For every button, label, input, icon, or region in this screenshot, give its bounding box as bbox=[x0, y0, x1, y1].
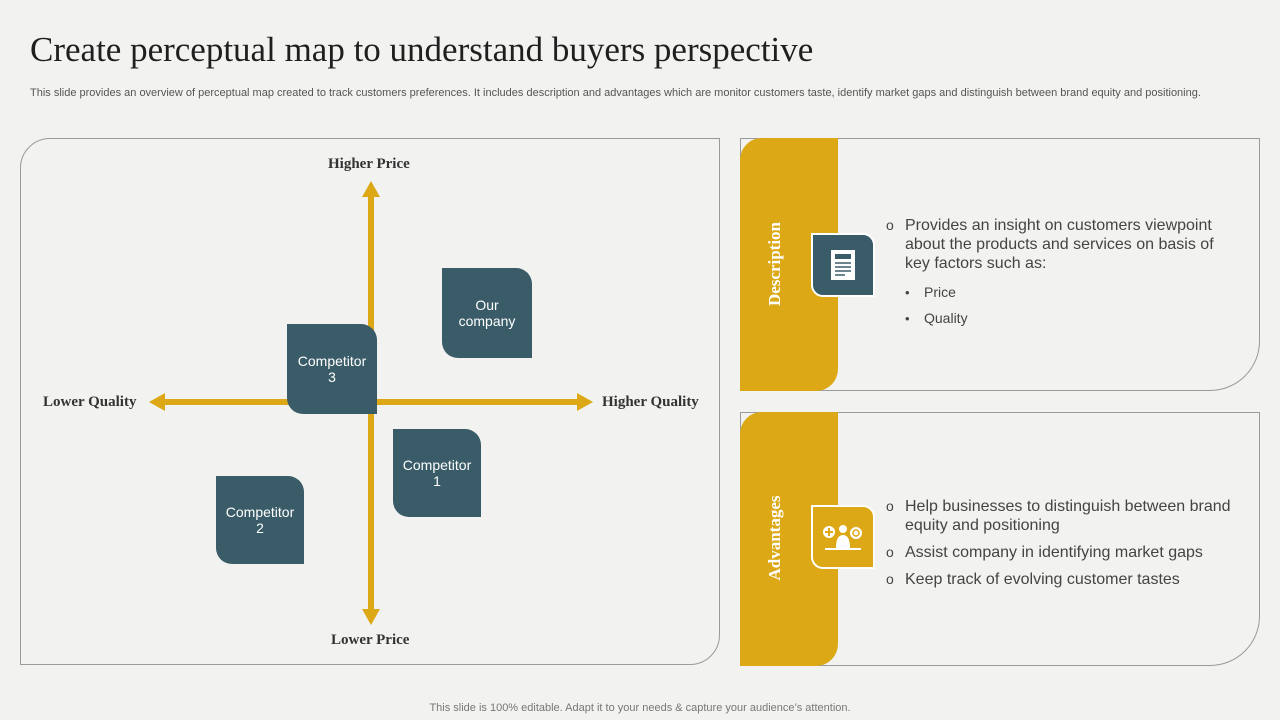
advantages-label: Advantages bbox=[765, 495, 784, 581]
list-item: Quality bbox=[905, 309, 1235, 328]
description-sub-list: Price Quality bbox=[905, 283, 1235, 328]
tile-label: Competitor bbox=[402, 457, 472, 473]
list-item: Provides an insight on customers viewpoi… bbox=[886, 216, 1235, 328]
list-item-text: Price bbox=[924, 284, 956, 300]
description-label: Description bbox=[765, 221, 784, 307]
advantages-list: Help businesses to distinguish between b… bbox=[886, 497, 1235, 597]
list-item-text: Help businesses to distinguish between b… bbox=[905, 498, 1231, 534]
axis-label-top: Higher Price bbox=[328, 156, 410, 172]
axis-label-bottom: Lower Price bbox=[331, 632, 410, 648]
axis-label-right: Higher Quality bbox=[602, 394, 699, 410]
footer-note: This slide is 100% editable. Adapt it to… bbox=[429, 702, 851, 714]
list-item-text: Assist company in identifying market gap… bbox=[905, 544, 1203, 561]
tile-label: Our bbox=[475, 297, 499, 313]
arrow-down-icon bbox=[362, 609, 380, 625]
arrow-right-icon bbox=[577, 393, 593, 411]
description-icon-box bbox=[811, 233, 875, 297]
advantages-card: Advantages Help businesses to distinguis… bbox=[740, 412, 1260, 666]
description-list: Provides an insight on customers viewpoi… bbox=[886, 216, 1235, 336]
list-item-text: Quality bbox=[924, 310, 968, 326]
list-item-text: Provides an insight on customers viewpoi… bbox=[905, 217, 1214, 272]
tile-label: 2 bbox=[256, 520, 264, 536]
list-item: Keep track of evolving customer tastes bbox=[886, 570, 1235, 589]
page-subtitle: This slide provides an overview of perce… bbox=[30, 87, 1201, 99]
tile-label: 3 bbox=[328, 369, 336, 385]
list-item: Assist company in identifying market gap… bbox=[886, 543, 1235, 562]
tile-label: Competitor bbox=[225, 504, 295, 520]
list-item-text: Keep track of evolving customer tastes bbox=[905, 571, 1180, 588]
arrow-left-icon bbox=[149, 393, 165, 411]
list-item: Help businesses to distinguish between b… bbox=[886, 497, 1235, 535]
list-item: Price bbox=[905, 283, 1235, 302]
arrow-up-icon bbox=[362, 181, 380, 197]
axis-label-left: Lower Quality bbox=[43, 394, 137, 410]
tile-label: Competitor bbox=[297, 353, 367, 369]
description-card: Description Provides an insight on custo… bbox=[740, 138, 1260, 391]
people-plus-icon bbox=[823, 525, 862, 550]
document-icon bbox=[831, 250, 855, 280]
tile-label: company bbox=[458, 313, 516, 329]
advantages-icon-box bbox=[811, 505, 875, 569]
tile-label: 1 bbox=[433, 473, 441, 489]
perceptual-map-panel: Higher Price Lower Price Lower Quality H… bbox=[20, 138, 720, 665]
page-title: Create perceptual map to understand buye… bbox=[30, 30, 814, 69]
